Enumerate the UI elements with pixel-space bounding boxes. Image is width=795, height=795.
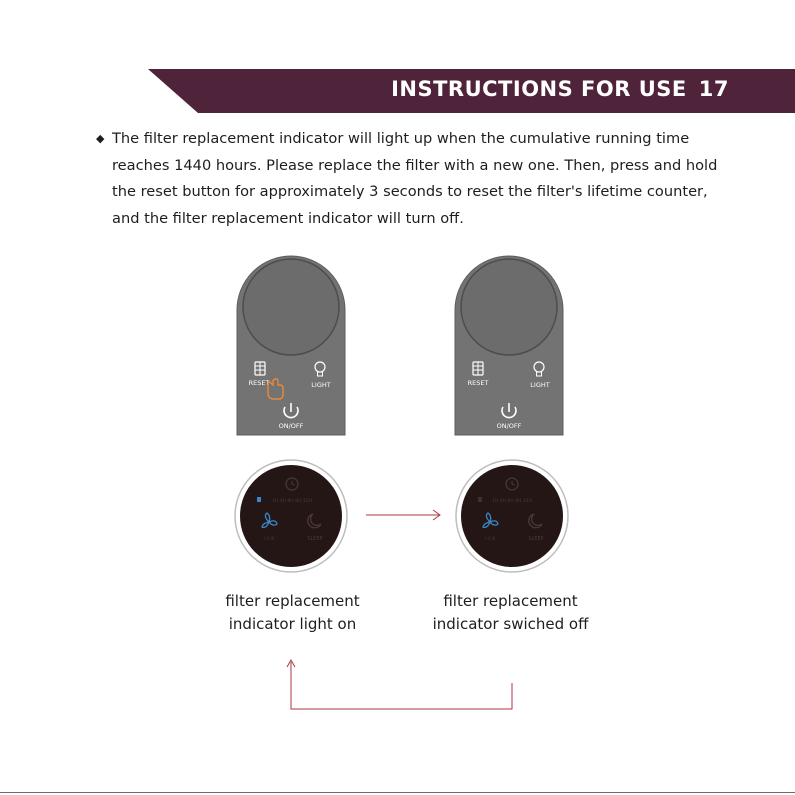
timer-marks: 1H 4H 8H 8H 12H bbox=[492, 498, 532, 504]
moon-icon bbox=[307, 513, 322, 529]
bulb-icon bbox=[314, 361, 326, 377]
filter-indicator-icon bbox=[478, 497, 482, 502]
timer-marks: 1H 4H 8H 8H 12H bbox=[272, 498, 312, 504]
filter-icon bbox=[254, 361, 266, 376]
caption-light-on: filter replacement indicator light on bbox=[190, 590, 395, 636]
reset-label: RESET bbox=[468, 379, 489, 387]
display-face bbox=[461, 465, 563, 567]
caption-line: filter replacement bbox=[225, 592, 360, 610]
sleep-label: SLEEP bbox=[307, 536, 322, 542]
panel-knob bbox=[242, 258, 340, 356]
caption-line: indicator swiched off bbox=[432, 615, 589, 633]
display-face bbox=[240, 465, 342, 567]
filter-indicator-icon bbox=[257, 497, 261, 502]
page-number: 17 bbox=[698, 77, 729, 101]
forward-arrow bbox=[366, 509, 441, 521]
reset-label: RESET bbox=[249, 379, 270, 387]
caption-switched-off: filter replacement indicator swiched off bbox=[408, 590, 613, 636]
alarm-clock-icon bbox=[285, 477, 299, 491]
alarm-clock-icon bbox=[505, 477, 519, 491]
moon-icon bbox=[528, 513, 543, 529]
light-label: LIGHT bbox=[311, 381, 330, 389]
footer-divider bbox=[0, 792, 795, 793]
display-left: 1H 4H 8H 8H 12H I II III SLEEP bbox=[234, 459, 348, 573]
display-right: 1H 4H 8H 8H 12H I II III SLEEP bbox=[455, 459, 569, 573]
control-panel-left: RESET LIGHT ON/OFF bbox=[236, 255, 346, 436]
fan-icon bbox=[261, 512, 278, 529]
bulb-icon bbox=[533, 361, 545, 377]
power-icon bbox=[283, 403, 299, 419]
instruction-bullet: ◆ The filter replacement indicator will … bbox=[96, 126, 736, 232]
diamond-bullet-icon: ◆ bbox=[96, 132, 105, 145]
panel-knob bbox=[460, 258, 558, 356]
onoff-label: ON/OFF bbox=[497, 422, 522, 430]
light-label: LIGHT bbox=[530, 381, 549, 389]
instruction-text: The filter replacement indicator will li… bbox=[112, 130, 718, 227]
fan-icon bbox=[482, 512, 499, 529]
speed-marks: I II III bbox=[264, 536, 275, 542]
caption-line: indicator light on bbox=[228, 615, 357, 633]
power-icon bbox=[501, 403, 517, 419]
filter-icon bbox=[472, 361, 484, 376]
header: INSTRUCTIONS FOR USE 17 bbox=[391, 77, 729, 101]
hand-pointer-icon bbox=[267, 378, 284, 400]
onoff-label: ON/OFF bbox=[279, 422, 304, 430]
sleep-label: SLEEP bbox=[528, 536, 543, 542]
page-title: INSTRUCTIONS FOR USE bbox=[391, 77, 687, 101]
header-banner-shape bbox=[148, 69, 795, 113]
caption-line: filter replacement bbox=[443, 592, 578, 610]
return-arrow bbox=[286, 658, 513, 710]
header-banner bbox=[148, 69, 795, 113]
speed-marks: I II III bbox=[485, 536, 496, 542]
control-panel-right: RESET LIGHT ON/OFF bbox=[454, 255, 564, 436]
